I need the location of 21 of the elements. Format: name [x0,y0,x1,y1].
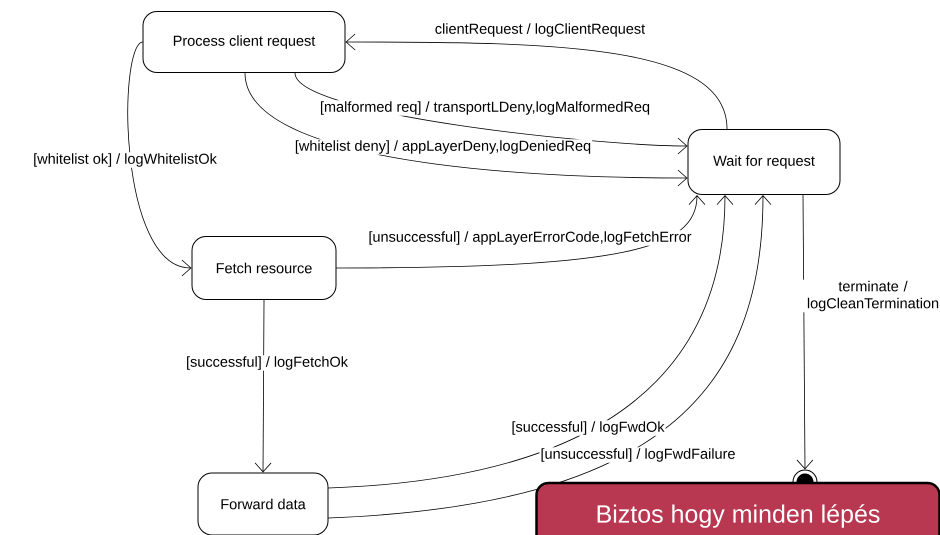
arrow [336,195,706,268]
state-box: Process client request [142,11,346,73]
arrow [128,42,192,276]
edge-label: [successful] / logFwdOk [510,420,666,436]
edge-label: clientRequest / logClientRequest [434,22,646,38]
edge-label: [whitelist ok] / logWhitelistOk [32,152,218,168]
message-toast: Biztos hogy minden lépés [535,482,940,535]
state-box: Wait for request [688,129,840,195]
edge-label: [successful] / logFetchOk [185,355,349,371]
edge-label: [unsuccessful] / logFwdFailure [540,447,737,463]
state-box: Fetch resource [192,236,336,300]
arrow [328,195,772,518]
arrow [254,300,272,472]
arrow [346,34,728,130]
edge-label: [malformed req] / transportLDeny,logMalformedReq [318,100,652,116]
arrow [328,195,734,488]
edge-label: [unsuccessful] / appLayerErrorCode,logFetchError [367,230,693,246]
edge-label: [whitelist deny] / appLayerDeny,logDeniedReq [294,139,592,155]
edge-label: terminate / logCleanTermination [797,280,940,312]
state-box: Forward data [198,472,328,535]
arrow [796,194,814,470]
